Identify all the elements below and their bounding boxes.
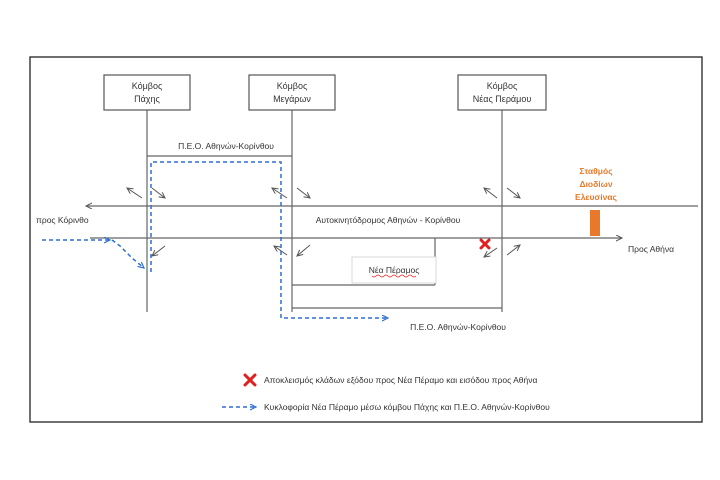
toll-label-1: Σταθμός bbox=[579, 166, 613, 176]
ramp-arrow bbox=[152, 245, 166, 256]
node-box bbox=[248, 74, 336, 111]
to-korinthos-label: προς Κόρινθο bbox=[36, 215, 89, 225]
legend: Αποκλεισμός κλάδων εξόδου προς Νέα Πέραμ… bbox=[222, 373, 550, 412]
legend-closure-icon bbox=[243, 373, 257, 387]
ramp-arrow bbox=[274, 246, 288, 256]
node-megara: Κόμβος Μεγάρων bbox=[248, 74, 336, 111]
closure-cross-icon bbox=[479, 238, 491, 250]
closure-cross-stroke bbox=[479, 238, 491, 250]
ramp-arrow bbox=[297, 244, 311, 256]
toll-station-marker bbox=[590, 210, 600, 236]
legend-closure-text: Αποκλεισμός κλάδων εξόδου προς Νέα Πέραμ… bbox=[264, 375, 537, 385]
ramp-arrow bbox=[127, 188, 143, 199]
node-title: Κόμβος bbox=[487, 81, 518, 91]
node-name: Μεγάρων bbox=[273, 94, 311, 104]
connector-roads bbox=[146, 110, 503, 312]
spellcheck-underline bbox=[371, 274, 417, 278]
ramp-arrow bbox=[151, 187, 165, 198]
to-athens-label: Προς Αθήνα bbox=[628, 244, 674, 254]
peo-top-label: Π.Ε.Ο. Αθηνών-Κορίνθου bbox=[178, 141, 274, 151]
node-pachi: Κόμβος Πάχης bbox=[103, 74, 191, 111]
ramp-arrow bbox=[484, 247, 498, 257]
diagram-frame bbox=[29, 56, 703, 423]
ramp-arrow bbox=[484, 188, 498, 199]
node-title: Κόμβος bbox=[132, 81, 163, 91]
detour-path bbox=[150, 161, 388, 318]
ramp-arrow bbox=[506, 187, 520, 198]
node-box bbox=[457, 74, 547, 111]
peo-bottom-label: Π.Ε.Ο. Αθηνών-Κορίνθου bbox=[410, 322, 506, 332]
toll-label-3: Ελευσίνας bbox=[575, 192, 618, 202]
ramp-arrow bbox=[296, 187, 310, 198]
nea-peramos-box bbox=[351, 256, 437, 284]
detour-route bbox=[42, 161, 388, 318]
legend-detour-text: Κυκλοφορία Νέα Πέραμο μέσω κόμβου Πάχης … bbox=[264, 402, 550, 412]
ramp-arrow bbox=[272, 188, 288, 199]
node-title: Κόμβος bbox=[277, 81, 308, 91]
motorway bbox=[86, 206, 698, 238]
toll-label-2: Διοδίων bbox=[579, 179, 612, 189]
motorway-label: Αυτοκινητόδρομος Αθηνών - Κορίνθου bbox=[316, 215, 461, 225]
ramp-arrow bbox=[506, 245, 520, 256]
node-name: Νέας Περάμου bbox=[473, 94, 532, 104]
node-nea-peramos: Κόμβος Νέας Περάμου bbox=[457, 74, 547, 111]
node-box bbox=[103, 74, 191, 111]
nea-peramos-label: Νέα Πέραμος bbox=[369, 265, 420, 275]
node-name: Πάχης bbox=[134, 94, 160, 104]
legend-cross-stroke bbox=[243, 373, 257, 387]
ramp-arrows bbox=[127, 188, 520, 257]
